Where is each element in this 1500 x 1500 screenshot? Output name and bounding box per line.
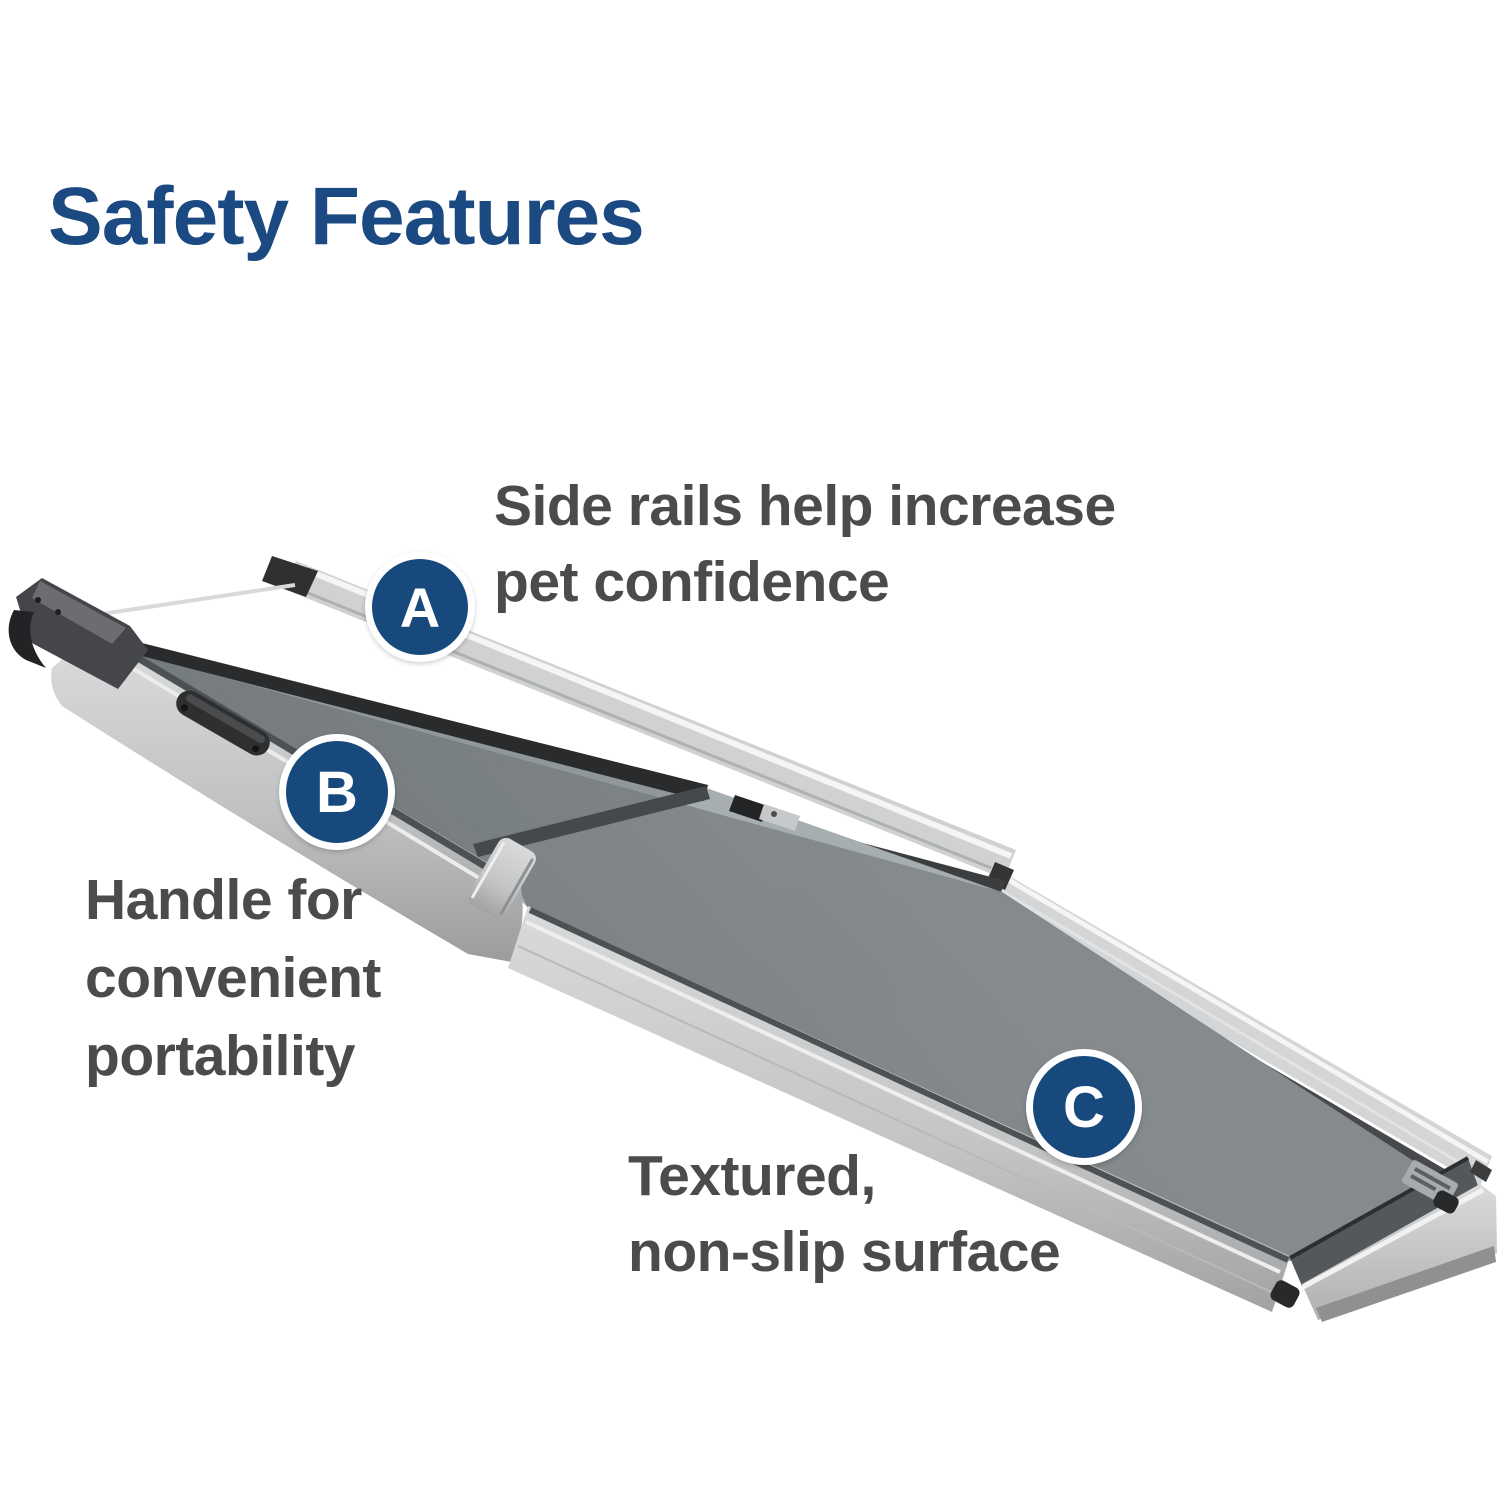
annotation-line: Side rails help increase: [494, 474, 1116, 538]
rubber-foot: [1270, 1280, 1300, 1308]
annotation-text-a: Side rails help increase pet confidence: [494, 468, 1116, 620]
feature-badge-c: C: [1026, 1049, 1142, 1165]
latch: [729, 795, 800, 831]
annotation-text-c: Textured, non-slip surface: [628, 1138, 1061, 1290]
carry-handle: [176, 690, 270, 756]
annotation-line: portability: [85, 1024, 356, 1088]
end-cap-right: [1270, 1156, 1497, 1322]
section-seam: [473, 786, 710, 857]
annotation-line: Handle for: [85, 868, 362, 932]
annotation-text-b: Handle for convenient portability: [85, 861, 381, 1095]
rubber-foot: [1433, 1190, 1459, 1214]
feature-badge-b: B: [279, 734, 395, 850]
annotation-line: non-slip surface: [628, 1220, 1061, 1284]
inner-rail-stripe: [126, 640, 708, 801]
annotation-line: convenient: [85, 946, 381, 1010]
annotation-line: Textured,: [628, 1144, 876, 1208]
collar-joint: [468, 837, 536, 919]
page-title: Safety Features: [48, 171, 645, 262]
annotation-line: pet confidence: [494, 550, 890, 614]
end-cap-left: [8, 578, 148, 689]
side-rail-near-extension: [508, 906, 1290, 1312]
feature-badge-a: A: [365, 552, 475, 662]
